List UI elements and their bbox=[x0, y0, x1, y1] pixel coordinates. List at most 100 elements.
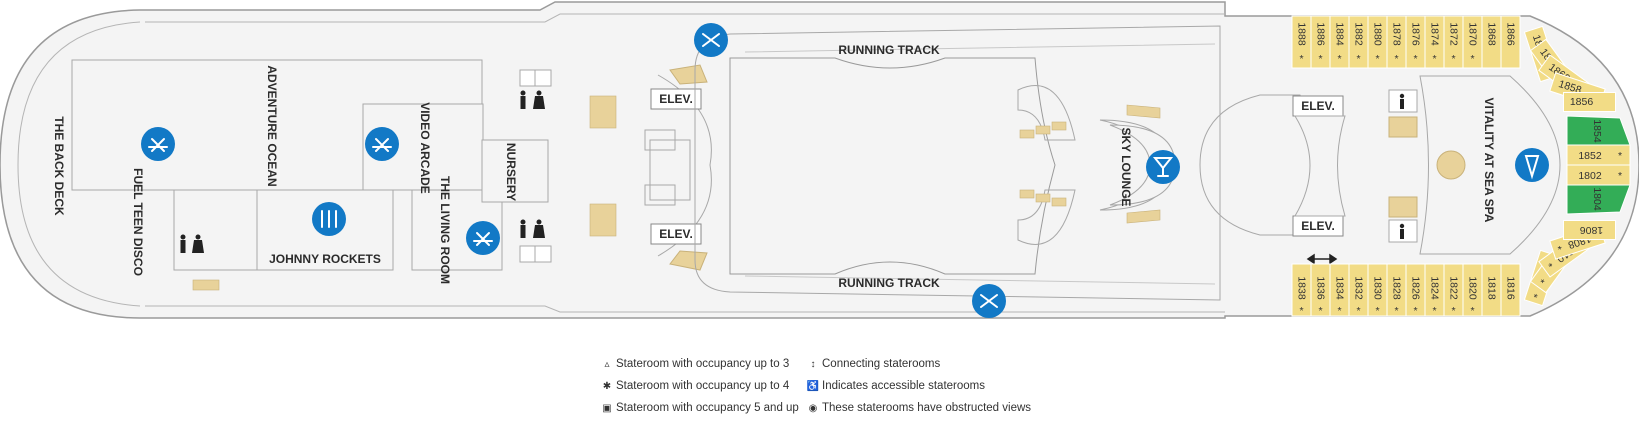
stateroom-cell[interactable] bbox=[1563, 92, 1616, 112]
legend-text: Connecting staterooms bbox=[822, 358, 941, 370]
stateroom-mark: * bbox=[1536, 277, 1546, 289]
stairs bbox=[1019, 104, 1161, 224]
stateroom-1828[interactable]: 1828 * bbox=[1386, 263, 1407, 317]
stateroom-1868[interactable]: 1868 bbox=[1481, 15, 1502, 69]
legend-item: ◉ These staterooms have obstructed views bbox=[806, 398, 1031, 418]
obstructed-view-icon: ◉ bbox=[808, 403, 818, 414]
stateroom-cell[interactable] bbox=[1500, 263, 1521, 317]
stateroom-number: 1818 bbox=[1486, 276, 1498, 300]
stateroom-mark: * bbox=[1394, 305, 1398, 317]
bow-staterooms bbox=[1566, 115, 1631, 215]
stateroom-number: 1870 bbox=[1467, 22, 1479, 46]
stateroom-1884[interactable]: 1884* bbox=[1329, 15, 1350, 69]
stateroom-cell[interactable] bbox=[1563, 220, 1616, 240]
stateroom-1826[interactable]: 1826* bbox=[1405, 263, 1426, 317]
stateroom-number: 1888 bbox=[1296, 22, 1308, 46]
stateroom-1880[interactable]: 1880* bbox=[1367, 15, 1388, 69]
restroom-box bbox=[534, 245, 552, 263]
stateroom-1832[interactable]: 1832* bbox=[1348, 263, 1369, 317]
stateroom-mark: * bbox=[1451, 53, 1455, 65]
stateroom-number: 1880 bbox=[1372, 22, 1384, 46]
stateroom-mark: * bbox=[1451, 305, 1455, 317]
stateroom-number: 1822 bbox=[1448, 276, 1460, 300]
stateroom-1888[interactable]: 1888* bbox=[1291, 15, 1312, 69]
stateroom-1838[interactable]: 1838* bbox=[1291, 263, 1312, 317]
stateroom-1856[interactable]: 1856 bbox=[1563, 92, 1616, 112]
stateroom-1876[interactable]: 1876* bbox=[1405, 15, 1426, 69]
stateroom-1836[interactable]: 1836* bbox=[1310, 263, 1331, 317]
stateroom-number: 1874 bbox=[1429, 22, 1441, 46]
stateroom-1818[interactable]: 1818 bbox=[1481, 263, 1502, 317]
label-running-track-bottom: RUNNING TRACK bbox=[838, 276, 940, 290]
occupancy-3-icon: ▵ bbox=[604, 359, 610, 370]
label-adventure-ocean: ADVENTURE OCEAN bbox=[265, 65, 279, 186]
stateroom-1872[interactable]: 1872 * bbox=[1443, 15, 1464, 69]
label-elev-aft-top: ELEV. bbox=[659, 92, 693, 106]
legend-item: ▵ Stateroom with occupancy up to 3 bbox=[600, 354, 789, 374]
stateroom-number: 1838 bbox=[1296, 276, 1308, 300]
elevator-aft-top[interactable] bbox=[650, 88, 702, 110]
stateroom-1866[interactable]: 1866 bbox=[1500, 15, 1521, 69]
label-running-track-top: RUNNING TRACK bbox=[838, 43, 940, 57]
stateroom-1804[interactable] bbox=[1566, 184, 1631, 215]
connecting-arrow-icon bbox=[1306, 253, 1338, 265]
stateroom-mark: * bbox=[1356, 53, 1360, 65]
stateroom-number: 1872 bbox=[1448, 22, 1460, 46]
legend-text: Stateroom with occupancy up to 3 bbox=[616, 358, 790, 370]
deck-plan: 1888*1886*1884*1882*1880*1878*1876*1874*… bbox=[0, 1, 1639, 319]
stateroom-number: 1830 bbox=[1372, 276, 1384, 300]
stateroom-1870[interactable]: 1870 * bbox=[1462, 15, 1483, 69]
vitality-spa-area[interactable] bbox=[1419, 75, 1561, 255]
label-fuel-teen-disco: FUEL TEEN DISCO bbox=[131, 168, 145, 276]
nursery-area[interactable] bbox=[481, 139, 549, 203]
fuel-teen-disco-area[interactable] bbox=[173, 189, 265, 271]
occupancy-5-icon: ▣ bbox=[602, 403, 612, 414]
legend-item: ▣Stateroom with occupancy 5 and up bbox=[600, 398, 799, 418]
venue-icon-glyphs bbox=[148, 33, 1540, 308]
stateroom-1886[interactable]: 1886* bbox=[1310, 15, 1331, 69]
legend-item: ↕Connecting staterooms bbox=[806, 354, 941, 374]
stateroom-1830[interactable]: 1830 * bbox=[1367, 263, 1388, 317]
occupancy-4-icon: ✱ bbox=[602, 381, 612, 392]
stateroom-mark: * bbox=[1394, 53, 1398, 65]
elevator-aft-bottom[interactable] bbox=[650, 223, 702, 245]
sky-lounge-area[interactable] bbox=[1109, 124, 1176, 206]
stateroom-mark: * bbox=[1551, 245, 1564, 253]
label-vitality-spa: VITALITY AT SEA SPA bbox=[1482, 98, 1496, 223]
stateroom-number: 1866 bbox=[1505, 22, 1517, 46]
spa-icon[interactable] bbox=[1515, 148, 1549, 182]
stateroom-number: 1876 bbox=[1410, 22, 1422, 46]
stateroom-mark: * bbox=[1531, 292, 1539, 305]
stateroom-mark: * bbox=[1618, 150, 1622, 162]
stateroom-number: 1886 bbox=[1315, 22, 1327, 46]
stateroom-1874[interactable]: 1874* bbox=[1424, 15, 1445, 69]
elevator-core bbox=[1294, 115, 1346, 217]
stateroom-mark: * bbox=[1470, 53, 1474, 65]
stateroom-1878[interactable]: 1878 * bbox=[1386, 15, 1407, 69]
label-elev-fwd-bottom: ELEV. bbox=[1301, 219, 1335, 233]
label-back-deck: THE BACK DECK bbox=[52, 116, 66, 216]
stateroom-number: 1878 bbox=[1391, 22, 1403, 46]
stateroom-1882[interactable]: 1882* bbox=[1348, 15, 1369, 69]
label-living-room: THE LIVING ROOM bbox=[438, 176, 452, 284]
bow-stateroom-labels: 1854 1852 * 1802 * 1804 bbox=[1578, 119, 1622, 211]
stateroom-1822[interactable]: 1822 * bbox=[1443, 263, 1464, 317]
stairs bbox=[192, 95, 617, 291]
hull-inner-rail bbox=[17, 13, 1225, 313]
stateroom-1834[interactable]: 1834* bbox=[1329, 263, 1350, 317]
label-sky-lounge: SKY LOUNGE bbox=[1119, 127, 1133, 206]
restroom-box bbox=[534, 69, 552, 87]
stateroom-number: 1828 bbox=[1391, 276, 1403, 300]
stateroom-1806[interactable]: 1806 bbox=[1563, 220, 1616, 240]
venue-labels: THE BACK DECK ADVENTURE OCEAN VIDEO ARCA… bbox=[52, 43, 1496, 290]
stateroom-1820[interactable]: 1820* bbox=[1462, 263, 1483, 317]
stateroom-1824[interactable]: 1824* bbox=[1424, 263, 1445, 317]
stateroom-number: 1836 bbox=[1315, 276, 1327, 300]
stateroom-mark: * bbox=[1375, 305, 1379, 317]
stateroom-number: 1824 bbox=[1429, 276, 1441, 300]
legend-text: These staterooms have obstructed views bbox=[822, 402, 1032, 414]
stateroom-number: 1820 bbox=[1467, 276, 1479, 300]
label-elev-fwd-top: ELEV. bbox=[1301, 99, 1335, 113]
stateroom-cell[interactable] bbox=[1500, 15, 1521, 69]
stateroom-1816[interactable]: 1816 bbox=[1500, 263, 1521, 317]
